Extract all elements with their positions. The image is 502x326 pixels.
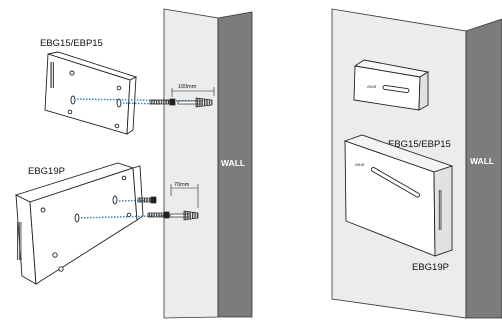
- screw-icon: [147, 212, 165, 218]
- vent-slots-icon: [50, 62, 54, 88]
- right-device-top-label: EBG15/EBP15: [388, 139, 451, 150]
- left-top-dimension: [171, 87, 215, 97]
- left-device-top-label: EBG15/EBP15: [40, 38, 103, 49]
- right-wall-label: WALL: [470, 156, 494, 166]
- screw-head-icon: [163, 211, 170, 219]
- right-device-bottom-label: EBG19P: [412, 262, 449, 273]
- left-device-top: [44, 51, 138, 135]
- left-bottom-dimension-label: 70mm: [174, 182, 190, 188]
- screw-icon: [149, 99, 171, 105]
- front-slot-icon: [382, 85, 410, 93]
- screw-head-icon: [169, 98, 176, 106]
- left-wall: WALL: [163, 8, 253, 319]
- wall-anchor-icon: [183, 210, 199, 221]
- keyhole-slot-icon: [70, 95, 76, 105]
- vent-slots-icon: [438, 190, 442, 230]
- right-device-bottom-brand: /SUS: [354, 162, 365, 167]
- left-wall-label: WALL: [221, 158, 245, 168]
- right-device-top-brand: /SUS: [366, 84, 377, 89]
- left-top-screws: [149, 97, 213, 108]
- right-device-bottom: [343, 134, 454, 257]
- right-device-top: [353, 59, 430, 111]
- wall-anchor-icon: [195, 97, 213, 108]
- left-top-dimension-label: 100mm: [178, 84, 197, 90]
- left-device-bottom-label: EBG19P: [28, 166, 65, 177]
- screw-icon: [137, 197, 152, 203]
- vent-slots-icon: [17, 222, 22, 260]
- keyhole-slot-icon: [112, 195, 118, 205]
- front-slot-icon: [370, 167, 420, 198]
- left-bottom-screws: [137, 196, 199, 221]
- left-bottom-dimension: [170, 184, 199, 208]
- screw-head-icon: [150, 196, 157, 204]
- left-device-bottom: [14, 162, 144, 285]
